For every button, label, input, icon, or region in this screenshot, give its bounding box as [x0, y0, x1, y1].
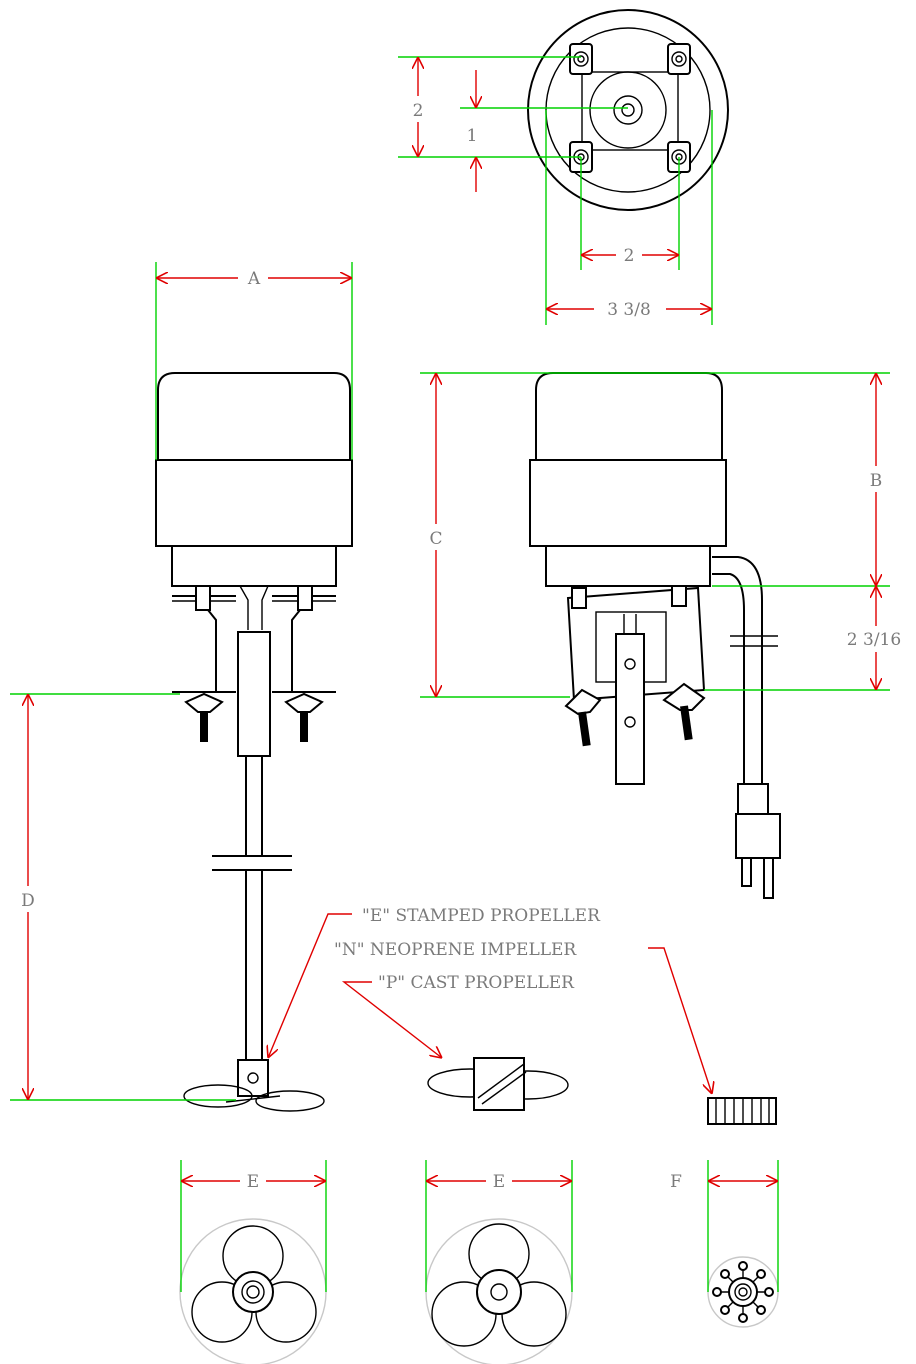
wing-nut-icon — [564, 682, 706, 747]
bottom-impeller: F — [664, 1160, 779, 1328]
dim-b-label: B — [870, 471, 883, 491]
dim-overall-width-label: 3 3/8 — [607, 300, 651, 320]
cast-propeller-side — [427, 1057, 569, 1111]
dim-c-label: C — [429, 529, 442, 549]
front-view: A D — [10, 262, 353, 1112]
plug-icon — [735, 783, 781, 899]
dim-mount-outer-label: 2 — [413, 101, 424, 121]
bottom-stamped-propeller: E — [179, 1160, 327, 1364]
dim-a-label: A — [247, 269, 261, 289]
wing-nut-icon — [184, 692, 324, 742]
dim-d-label: D — [21, 891, 35, 911]
dim-e-stamped-label: E — [247, 1172, 259, 1192]
dim-e-cast-label: E — [493, 1172, 505, 1192]
callout-neoprene-impeller: "N" NEOPRENE IMPELLER — [334, 940, 577, 960]
callout-stamped-propeller: "E" STAMPED PROPELLER — [362, 906, 601, 926]
callouts: "E" STAMPED PROPELLER "N" NEOPRENE IMPEL… — [268, 906, 712, 1094]
dim-mount-width-label: 2 — [624, 246, 635, 266]
dim-clamp-label: 2 3/16 — [847, 630, 901, 650]
callout-cast-propeller: "P" CAST PROPELLER — [378, 973, 575, 993]
dim-mount-inner-label: 1 — [467, 126, 478, 146]
impeller-side — [707, 1097, 777, 1125]
bottom-cast-propeller: E — [425, 1160, 573, 1364]
top-view: 2 1 2 3 3/8 — [398, 9, 729, 325]
dim-f-label: F — [670, 1172, 682, 1192]
side-view: C B 2 3/16 — [420, 372, 916, 899]
